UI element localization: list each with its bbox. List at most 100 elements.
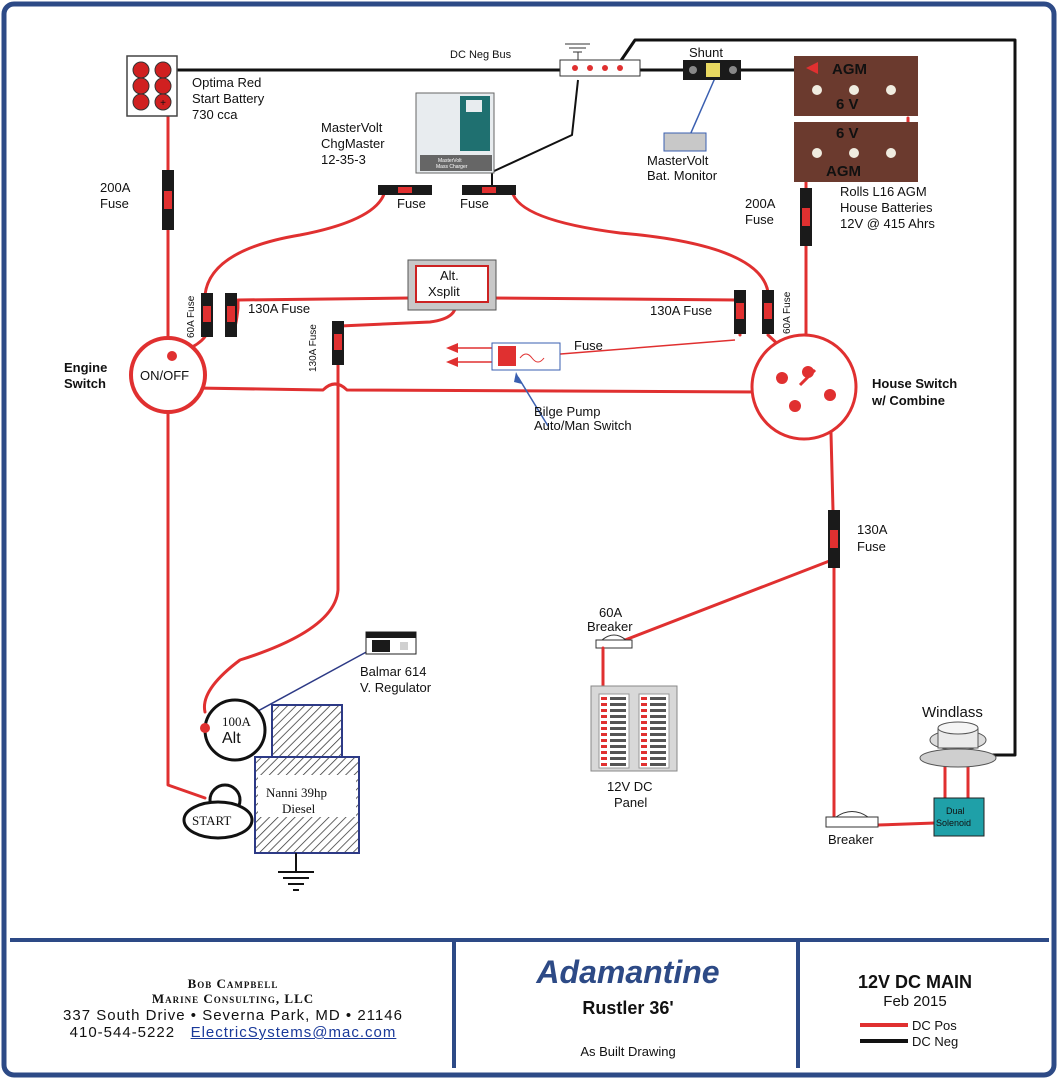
breaker-60a <box>595 634 633 649</box>
panel-circuit-label <box>650 721 666 724</box>
panel-circuit-label <box>610 763 626 766</box>
company-contact: 410-544-5222 ElectricSystems@mac.com <box>10 1024 456 1041</box>
charger-fuse-right-label: Fuse <box>460 196 489 211</box>
shunt-label: Shunt <box>689 45 723 60</box>
bilge-fuse-label: Fuse <box>574 338 603 353</box>
panel-breaker-switch <box>641 751 647 754</box>
windlass-130a-fuse <box>828 510 840 568</box>
negative-wiring <box>168 38 1017 757</box>
alternator-130a-fuse <box>332 321 344 365</box>
bilge-label-2: Auto/Man Switch <box>534 418 632 433</box>
panel-circuit-label <box>650 763 666 766</box>
panel-breaker-switch <box>641 763 647 766</box>
company-firm: Marine Consulting, LLC <box>151 991 315 1006</box>
panel-breaker-switch <box>601 757 607 760</box>
left-130a-fuse-label: 130A Fuse <box>248 301 310 316</box>
house-batteries-label-3: 12V @ 415 Ahrs <box>840 216 935 231</box>
bilge-label-1: Bilge Pump <box>534 404 600 419</box>
panel-breaker-switch <box>641 715 647 718</box>
starter-label: START <box>192 813 231 828</box>
charger-fuse-left <box>378 185 432 195</box>
engine-switch-label-2: Switch <box>64 376 106 391</box>
start-battery-label-3: 730 cca <box>192 107 238 122</box>
right-130a-fuse <box>734 290 746 334</box>
panel-breaker-switch <box>641 697 647 700</box>
panel-circuit-label <box>610 727 626 730</box>
house-batteries-label-1: Rolls L16 AGM <box>840 184 927 199</box>
panel-circuit-label <box>650 751 666 754</box>
monitor-label-1: MasterVolt <box>647 153 709 168</box>
boat-model: Rustler 36' <box>582 998 674 1018</box>
panel-circuit-label <box>610 757 626 760</box>
charger-label-2: ChgMaster <box>321 136 385 151</box>
panel-breaker-switch <box>601 703 607 706</box>
start-fuse-label-1: 200A <box>100 180 131 195</box>
panel-circuit-label <box>650 739 666 742</box>
solenoid-label-1: Dual <box>946 806 965 816</box>
legend-dc-pos-swatch <box>860 1023 908 1027</box>
charger-fuse-right <box>462 185 516 195</box>
windlass-fuse-label-2: Fuse <box>857 539 886 554</box>
charger-label-3: 12-35-3 <box>321 152 366 167</box>
bilge-pump-switch <box>491 342 561 371</box>
house-switch <box>750 333 858 441</box>
engine-label-1: Nanni 39hp <box>266 785 327 800</box>
panel-breaker-switch <box>641 709 647 712</box>
start-fuse-label-2: Fuse <box>100 196 129 211</box>
panel-breaker-switch <box>601 763 607 766</box>
solenoid-label-2: Solenoid <box>936 818 971 828</box>
shunt <box>683 60 741 80</box>
panel-circuit-label <box>650 709 666 712</box>
panel-breaker-switch <box>641 727 647 730</box>
panel-breaker-switch <box>601 727 607 730</box>
splitter-label-2: Xsplit <box>428 284 460 299</box>
panel-circuit-label <box>650 733 666 736</box>
left-60a-fuse-label: 60A Fuse <box>186 295 197 338</box>
alternator-label-1: 100A <box>222 714 252 729</box>
windlass-fuse-label-1: 130A <box>857 522 888 537</box>
right-130a-fuse-label: 130A Fuse <box>650 303 712 318</box>
house-fuse-label-1: 200A <box>745 196 776 211</box>
company-block: Bob Campbell Marine Consulting, LLC 337 … <box>10 942 456 1068</box>
panel-breaker-switch <box>601 709 607 712</box>
panel-breaker-switch <box>601 733 607 736</box>
engine-label-2: Diesel <box>282 801 316 816</box>
start-battery-label-1: Optima Red <box>192 75 261 90</box>
charger-faceplate-1: MasterVolt <box>438 158 462 164</box>
panel-breaker-switch <box>641 733 647 736</box>
alternator-fuse-label: 130A Fuse <box>308 324 319 372</box>
panel-label-2: Panel <box>614 795 647 810</box>
house-battery-fuse <box>800 188 812 246</box>
regulator-label-2: V. Regulator <box>360 680 432 695</box>
left-60a-fuse <box>201 293 213 337</box>
panel-label-1: 12V DC <box>607 779 653 794</box>
panel-circuit-label <box>610 709 626 712</box>
charger-fuse-left-label: Fuse <box>397 196 426 211</box>
regulator-label-1: Balmar 614 <box>360 664 426 679</box>
windlass-breaker <box>825 811 879 828</box>
company-phone: 410-544-5222 <box>69 1024 176 1041</box>
monitor-label-2: Bat. Monitor <box>647 168 718 183</box>
alternator-label-2: Alt <box>222 730 241 747</box>
company-email-link[interactable]: ElectricSystems@mac.com <box>190 1024 397 1041</box>
diesel-engine <box>254 704 360 854</box>
panel-circuit-label <box>610 715 626 718</box>
drawing-status: As Built Drawing <box>580 1044 676 1059</box>
dual-solenoid <box>933 797 985 837</box>
panel-circuit-label <box>650 703 666 706</box>
dc-panel <box>590 685 678 772</box>
alternator <box>200 698 267 762</box>
dc-neg-bus <box>559 43 641 77</box>
panel-circuit-label <box>610 733 626 736</box>
drawing-title: 12V DC MAIN <box>857 972 973 992</box>
panel-circuit-label <box>650 727 666 730</box>
house-battery-top-type: AGM <box>832 61 867 78</box>
panel-circuit-label <box>650 697 666 700</box>
house-fuse-label-2: Fuse <box>745 212 774 227</box>
house-switch-label-2: w/ Combine <box>871 393 945 408</box>
charger-label-1: MasterVolt <box>321 120 383 135</box>
panel-circuit-label <box>610 697 626 700</box>
boat-name: Adamantine <box>536 954 720 990</box>
windlass-label: Windlass <box>922 704 983 721</box>
